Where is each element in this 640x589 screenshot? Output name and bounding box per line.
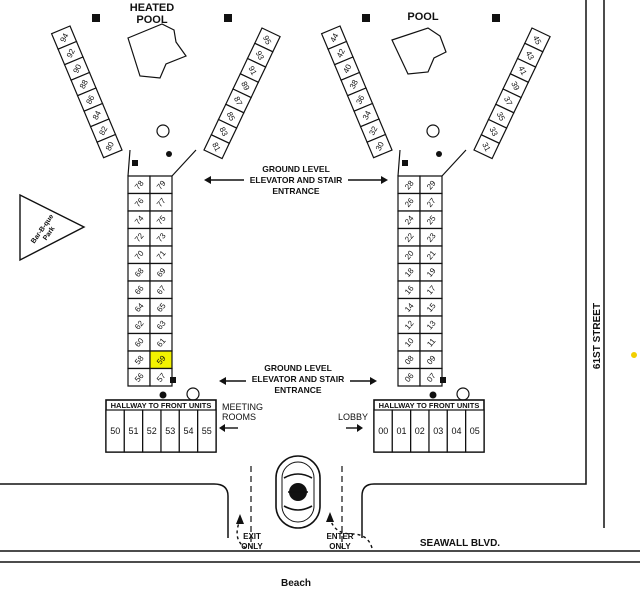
utility-icon (170, 377, 176, 383)
unit-label: 35 (495, 110, 507, 123)
unit-label: 89 (239, 80, 251, 93)
exit-label-2: ONLY (241, 542, 263, 551)
unit-label: 95 (261, 34, 273, 47)
enter-label-2: ONLY (329, 542, 351, 551)
heated-pool-label-2: POOL (136, 14, 167, 26)
unit-label: 54 (183, 426, 193, 436)
unit-80 (96, 133, 123, 159)
unit-label: 85 (225, 110, 237, 123)
stair-icon (456, 387, 470, 401)
enter-arrowhead-icon (326, 512, 334, 522)
street-label: 61ST STREET (592, 303, 603, 369)
unit-label: 33 (487, 126, 499, 139)
heated-pool-label-1: HEATED (130, 2, 174, 14)
center-bottom-label-2: ELEVATOR AND STAIR (252, 374, 345, 384)
stair-icon (362, 14, 370, 22)
utility-icon (440, 377, 446, 383)
stair-icon (156, 124, 170, 138)
center-top-label-3: ENTRANCE (272, 186, 320, 196)
elevator-icon (429, 391, 437, 399)
unit-label: 51 (128, 426, 138, 436)
unit-label: 87 (232, 95, 244, 108)
unit-label: 91 (246, 65, 258, 78)
unit-label: 39 (509, 80, 521, 93)
buildings: 9492908886848280959391898785838178767472… (50, 14, 551, 401)
stair-icon (224, 14, 232, 22)
unit-label: 43 (524, 49, 536, 62)
front-units-right: HALLWAY TO FRONT UNITS 00 01 02 03 04 05 (373, 399, 485, 453)
exit-label-1: EXIT (243, 532, 261, 541)
unit-label: 03 (433, 426, 443, 436)
heated-pool (127, 23, 187, 79)
unit-30 (366, 133, 393, 159)
unit-label: 05 (470, 426, 480, 436)
unit-label: 55 (202, 426, 212, 436)
meeting-arrow-icon (219, 424, 238, 432)
unit-55 (197, 409, 217, 453)
marker-dot (631, 352, 637, 358)
hallway-left-label: HALLWAY TO FRONT UNITS (111, 401, 212, 410)
unit-label: 81 (210, 141, 222, 154)
bbq-park (19, 193, 86, 262)
unit-81 (203, 134, 231, 160)
pool-label: POOL (407, 11, 438, 23)
stair-icon (492, 14, 500, 22)
beach-label: Beach (281, 578, 311, 589)
hallway-right-label: HALLWAY TO FRONT UNITS (379, 401, 480, 410)
stair-icon (186, 387, 200, 401)
unit-label: 02 (415, 426, 425, 436)
arrow-top-left-icon (204, 176, 244, 184)
fountain-icon (275, 455, 321, 529)
front-units-left: HALLWAY TO FRONT UNITS 50 51 52 53 54 55 (105, 399, 217, 453)
right_building: 4442403836343230454341393735333128262422… (320, 25, 551, 401)
meeting-rooms-label-1: MEETING (222, 402, 263, 412)
unit-label: 52 (147, 426, 157, 436)
unit-label: 93 (254, 49, 266, 62)
elevator-icon (159, 391, 167, 399)
center-bottom-label-3: ENTRANCE (274, 385, 322, 395)
unit-label: 41 (516, 65, 528, 78)
center-top-label-1: GROUND LEVEL (262, 164, 330, 174)
unit-label: 31 (480, 141, 492, 154)
unit-05 (465, 409, 485, 453)
arrow-bottom-right-icon (350, 377, 377, 385)
seawall-label: SEAWALL BLVD. (420, 538, 500, 549)
enter-arrow-icon (329, 517, 373, 549)
center-bottom-label-1: GROUND LEVEL (264, 363, 332, 373)
meeting-rooms-label-2: ROOMS (222, 412, 256, 422)
exit-arrow-icon (236, 519, 247, 549)
utility-icon (402, 160, 408, 166)
unit-label: 45 (531, 34, 543, 47)
left_building: 9492908886848280959391898785838178767472… (50, 25, 281, 401)
lobby-label: LOBBY (338, 412, 368, 422)
exit-arrowhead-icon (236, 514, 244, 524)
unit-label: 53 (165, 426, 175, 436)
unit-label: 37 (502, 95, 514, 108)
unit-label: 50 (110, 426, 120, 436)
lobby-arrow-icon (346, 424, 363, 432)
utility-icon (132, 160, 138, 166)
unit-31 (473, 134, 501, 160)
arrow-top-right-icon (348, 176, 388, 184)
elevator-icon (436, 151, 442, 157)
enter-label-1: ENTER (326, 532, 353, 541)
unit-label: 01 (396, 426, 406, 436)
center-top-label-2: ELEVATOR AND STAIR (250, 175, 343, 185)
arrow-bottom-left-icon (219, 377, 246, 385)
unit-label: 04 (451, 426, 461, 436)
unit-label: 83 (217, 126, 229, 139)
pool (391, 27, 447, 75)
elevator-icon (166, 151, 172, 157)
stair-icon (92, 14, 100, 22)
roads (0, 0, 640, 563)
stair-icon (426, 124, 440, 138)
unit-label: 00 (378, 426, 388, 436)
